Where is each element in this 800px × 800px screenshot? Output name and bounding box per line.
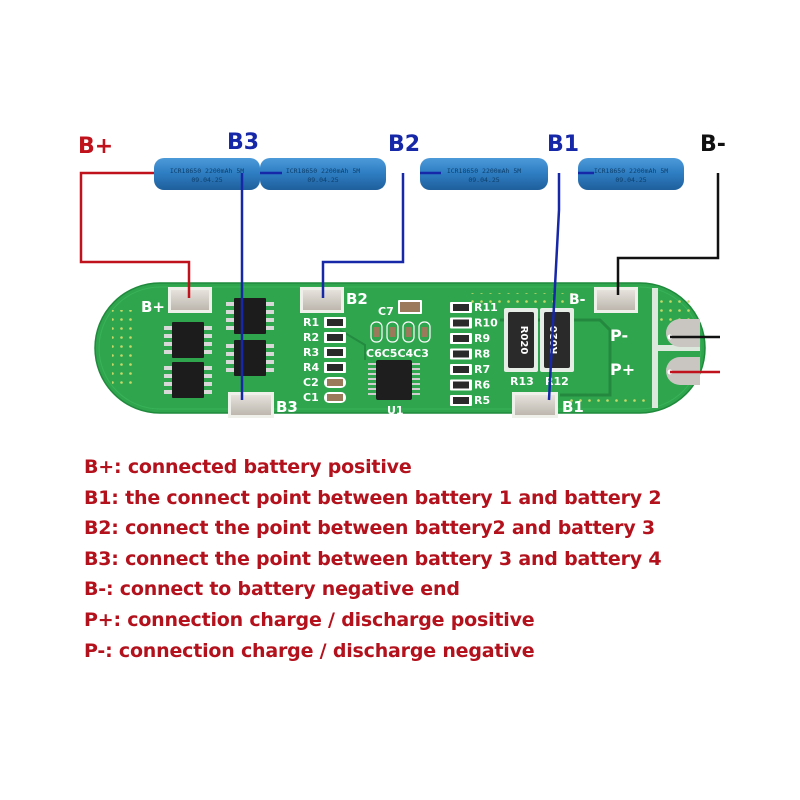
shunt-r13-marking: R020 xyxy=(518,326,529,355)
silk-ref: R7 xyxy=(474,363,490,376)
pad-b3[interactable] xyxy=(231,395,271,415)
label-b-plus: B+ xyxy=(78,134,114,159)
smd-resistor xyxy=(324,347,346,358)
silk-ref: R8 xyxy=(474,348,490,361)
smd-capacitor xyxy=(324,392,346,403)
smd-capacitor xyxy=(386,321,399,343)
silkscreen-labels: B+ B2 B3 B1 B- P- P+ C7 C6C5C4C3 U1 R13 … xyxy=(141,290,635,417)
battery-body xyxy=(578,158,684,190)
wire-b-plus xyxy=(79,171,191,298)
silk-c6-c3: C6C5C4C3 xyxy=(366,347,429,360)
battery-body xyxy=(260,158,386,190)
battery-label: ICR18650 2200mAh 5M xyxy=(286,167,360,175)
silk-ref: R9 xyxy=(474,332,490,345)
battery-body xyxy=(420,158,548,190)
battery-label: ICR18650 2200mAh 5M xyxy=(170,167,244,175)
wire-b1 xyxy=(547,173,561,401)
battery-date: 09.04.25 xyxy=(307,176,338,184)
smd-resistor xyxy=(450,364,472,375)
silk-ref: R10 xyxy=(474,317,498,330)
silk-ref: R2 xyxy=(303,331,319,344)
silk-b-minus: B- xyxy=(569,292,586,308)
legend-item-b2: B2: connect the point between battery2 a… xyxy=(84,517,655,540)
label-b-minus: B- xyxy=(700,132,726,157)
silk-p-minus: P- xyxy=(610,326,628,345)
battery-label: ICR18650 2200mAh 5M xyxy=(447,167,521,175)
legend-item-p-minus: P-: connection charge / discharge negati… xyxy=(84,639,535,662)
smd-capacitor xyxy=(402,321,415,343)
silk-ref: C2 xyxy=(303,376,319,389)
smd-resistor xyxy=(324,317,346,328)
wire-b2 xyxy=(321,173,405,298)
via-field-left xyxy=(112,310,134,390)
silk-ref: R5 xyxy=(474,394,490,407)
p-minus-pad[interactable] xyxy=(666,319,700,347)
wires xyxy=(79,171,720,401)
smd-left-column xyxy=(324,317,346,403)
capacitor-c7 xyxy=(398,300,422,314)
smd-capacitor xyxy=(370,321,383,343)
smd-resistor xyxy=(450,317,472,329)
silk-b1: B1 xyxy=(562,398,584,416)
silk-ref: C1 xyxy=(303,391,319,404)
soic8-chip xyxy=(164,322,212,358)
silk-ref: R6 xyxy=(474,379,490,392)
silk-ref: R4 xyxy=(303,361,319,374)
silk-b3: B3 xyxy=(276,398,298,416)
legend-item-b1: B1: the connect point between battery 1 … xyxy=(84,486,662,509)
silk-c7: C7 xyxy=(378,305,394,318)
legend-item-p-plus: P+: connection charge / discharge positi… xyxy=(84,608,535,631)
battery-date: 09.04.25 xyxy=(615,176,646,184)
pad-b1[interactable] xyxy=(515,395,555,415)
smd-resistor xyxy=(450,348,472,360)
wire-b-minus xyxy=(616,173,720,295)
battery-label: ICR18650 2200mAh 5M xyxy=(594,167,668,175)
silk-p-plus: P+ xyxy=(610,360,635,379)
solder-pads xyxy=(168,287,638,418)
smd-right-column xyxy=(450,302,472,406)
smd-resistor xyxy=(324,332,346,343)
via-field-bottom xyxy=(570,394,650,406)
silk-b-plus: B+ xyxy=(141,298,165,316)
shunt-r12-marking: R020 xyxy=(549,326,560,355)
label-b2: B2 xyxy=(388,132,421,157)
smd-capacitor xyxy=(324,377,346,388)
pad-b2[interactable] xyxy=(303,290,341,310)
shunt-resistors: R020 R020 xyxy=(504,308,574,372)
battery-date: 09.04.25 xyxy=(468,176,499,184)
smd-capacitor xyxy=(418,321,431,343)
soic8-chip xyxy=(164,362,212,398)
silk-b2: B2 xyxy=(346,290,368,308)
silk-ref: R1 xyxy=(303,316,319,329)
pad-b-plus[interactable] xyxy=(171,290,209,310)
via-field-top xyxy=(468,293,578,305)
battery-date: 09.04.25 xyxy=(191,176,222,184)
label-b1: B1 xyxy=(547,132,580,157)
legend-item-b3: B3: connect the point between battery 3 … xyxy=(84,547,662,570)
silk-ref: R3 xyxy=(303,346,319,359)
silk-u1: U1 xyxy=(387,404,404,417)
legend-item-b-minus: B-: connect to battery negative end xyxy=(84,578,460,601)
smd-resistor xyxy=(450,379,472,391)
smd-resistor xyxy=(324,362,346,373)
smd-resistor xyxy=(450,333,472,344)
silk-ref: R11 xyxy=(474,301,498,314)
pad-b-minus[interactable] xyxy=(597,290,635,310)
smd-resistor xyxy=(450,302,472,313)
ic-u1 xyxy=(368,360,420,400)
battery-body xyxy=(154,158,260,190)
smd-resistor xyxy=(450,395,472,406)
pin-legend: B+: connected battery positive B1: the c… xyxy=(84,452,662,666)
capacitor-row xyxy=(370,321,431,343)
legend-item-b-plus: B+: connected battery positive xyxy=(84,456,412,478)
silk-r13: R13 xyxy=(510,375,534,388)
label-b3: B3 xyxy=(227,130,260,155)
